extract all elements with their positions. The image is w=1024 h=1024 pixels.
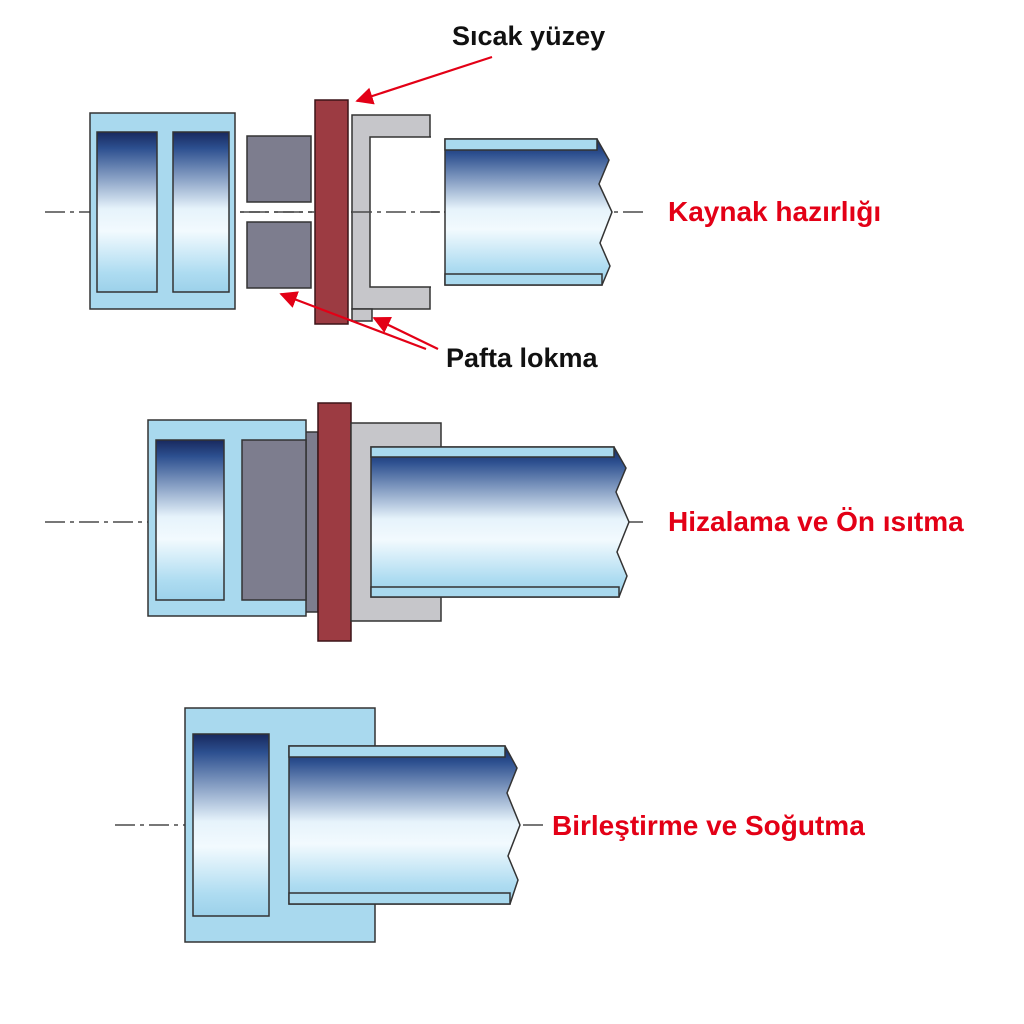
stage-2-label: Hizalama ve Ön ısıtma bbox=[668, 506, 964, 537]
heater-plate bbox=[317, 402, 352, 642]
stage-2-drawing bbox=[45, 402, 645, 642]
pipe-wall-bottom bbox=[444, 273, 603, 286]
pipe-wall-top bbox=[370, 446, 615, 458]
die-spigot-top bbox=[246, 135, 312, 203]
die-arrow-right bbox=[372, 316, 439, 350]
fitting-bore-left bbox=[96, 131, 158, 293]
heater-plate bbox=[314, 99, 349, 325]
die-inside-fitting bbox=[241, 439, 307, 601]
stage-1-drawing bbox=[45, 55, 645, 351]
pipe-wall-top bbox=[444, 138, 598, 151]
die-arrow-left bbox=[279, 291, 427, 351]
die-spigot-bottom bbox=[246, 221, 312, 289]
pipe-body bbox=[288, 745, 521, 905]
hot-surface-label: Sıcak yüzey bbox=[452, 21, 606, 51]
pipe-wall-bottom bbox=[288, 892, 511, 905]
die-socket-label: Pafta lokma bbox=[446, 343, 598, 373]
stage-3-drawing bbox=[115, 707, 545, 943]
hot-surface-arrow bbox=[355, 55, 493, 105]
stage-3-label: Birleştirme ve Soğutma bbox=[552, 810, 865, 841]
pipe-wall-bottom bbox=[370, 586, 620, 598]
pipe-body bbox=[444, 138, 613, 286]
die-socket-flange bbox=[351, 308, 373, 322]
fitting-bore-left bbox=[192, 733, 270, 917]
fitting-bore-right bbox=[172, 131, 230, 293]
pipe-body bbox=[370, 446, 630, 598]
stage-1-label: Kaynak hazırlığı bbox=[668, 196, 882, 227]
pipe-wall-top bbox=[288, 745, 506, 758]
fitting-bore-left bbox=[155, 439, 225, 601]
